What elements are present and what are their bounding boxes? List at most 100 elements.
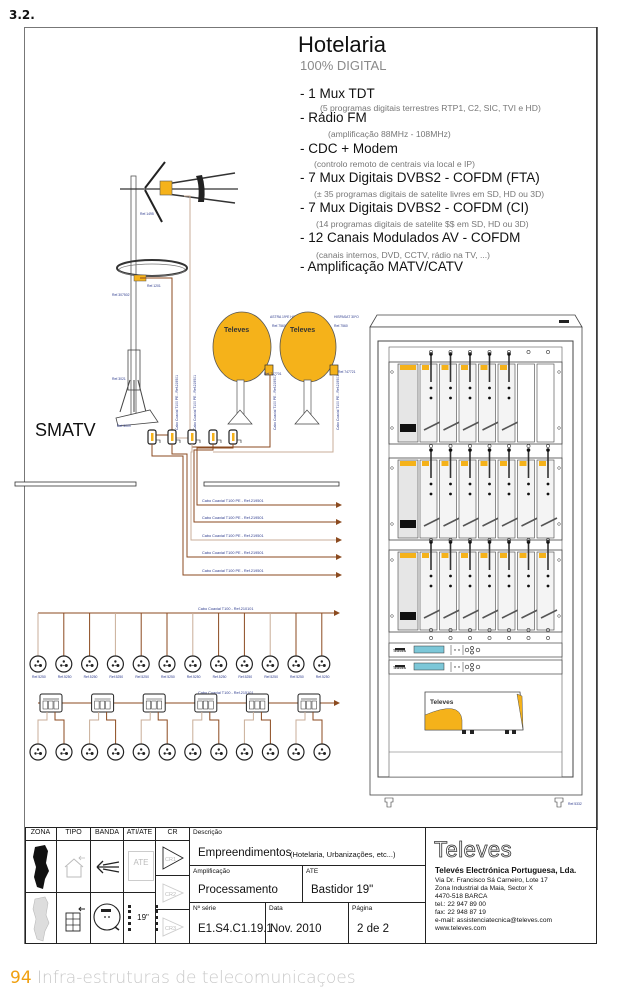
pagina-value: 2 de 2 [357,923,389,935]
tv-outlet [184,655,202,673]
rack-module [478,448,499,539]
portugal-map-grey-icon [32,896,50,942]
descricao-cell: Descrição Empreendimentos (Hotelaria, Ur… [190,827,426,866]
rack-connector [487,444,492,448]
feature-item: - 12 Canais Modulados AV - COFDM [300,230,521,245]
rack-connector [468,628,472,632]
descricao-value: Empreendimentos [198,847,292,859]
ati-ate-cell-1: ATE [124,841,156,893]
rack-connector [448,444,453,448]
ref-label: Ref.5250 [84,675,98,679]
rack-module [439,540,460,631]
rack-module [517,540,538,631]
feature-detail: (amplificação 88MHz - 108MHz) [328,129,451,139]
ref-label: Ref.5332 [568,802,582,806]
dish-brand: Televes [224,327,249,334]
drop-cable [140,712,151,745]
cable-arrow [336,537,342,543]
ref-label: Ref.5250 [213,675,227,679]
tv-outlet [184,743,202,761]
amplificacao-cell: Amplificação Processamento [190,866,303,903]
antenna-icon [96,860,120,874]
rack-module [439,352,460,443]
ref-label: Ref.5250 [109,675,123,679]
company-name: Televés Electrónica Portuguesa, Lda. [435,866,577,875]
rack-module [517,448,538,539]
tv-outlet [29,743,47,761]
house-icon [64,855,85,878]
ref-label: Ref.5250 [187,675,201,679]
tv-outlet [55,655,73,673]
rack-19-icon: 19" [128,905,158,931]
rack-connector [487,628,492,632]
drop-cable [312,712,323,745]
rack-connector [448,636,453,640]
svg-text:CR2: CR2 [165,892,176,898]
rack-connector [546,444,550,448]
wall-pass-through [167,429,181,445]
page-number: 94 [10,968,32,988]
company-website[interactable]: www.televes.com [435,925,486,932]
ref-label: Ref.1495 [140,212,154,216]
output-cable: Cabo Coaxial T100 PE - Ref.219501 [171,444,342,560]
drop-cable [295,712,306,745]
ate-icon: ATE [128,851,154,881]
descricao-detail: (Hotelaria, Urbanizações, etc...) [290,850,396,859]
company-email[interactable]: e-mail: assistenciatecnica@televes.com [435,917,553,924]
tv-outlet [55,743,73,761]
feature-item: - 7 Mux Digitais DVBS2 - COFDM (CI) [300,200,529,215]
rack-module [497,352,519,443]
drop-cable [157,712,168,745]
rack-connector [429,444,433,448]
tap-splitter [142,693,166,713]
header-cr: CR [156,827,190,841]
output-cable: Cabo Coaxial T100 PE - Ref.219501 [190,444,342,543]
cable-label: Cabo Coaxial T100 PE - Ref.219501 [202,551,264,555]
rack-connector [448,538,453,542]
tv-outlet [287,743,305,761]
ref-label: Ref.5250 [290,675,304,679]
tv-outlet [313,743,331,761]
ref-label: Ref.5250 [32,675,46,679]
ate-cell: ATE Bastidor 19" [303,866,426,903]
tv-outlet [158,743,176,761]
rack-connector [546,350,550,354]
serie-cell: Nº série E1.S4.C1.19.1 [190,903,273,944]
feature-item: - CDC + Modem [300,141,398,156]
ref-label: Ref.7560 [334,324,348,328]
data-value: Nov. 2010 [270,923,322,935]
amplificacao-label: Amplificação [193,868,230,875]
rack-subrack [388,352,563,445]
banda-cell-1 [91,841,124,893]
drop-cable [243,712,254,745]
rack-module [517,363,535,443]
antenna-mast: Ref.1495 Ref.1201 Ref.307502 Ref.3021 Re… [112,161,238,428]
rack-connector [507,628,511,632]
unit-brand: Televes [393,649,406,653]
footer-text: Infra-estruturas de telecomunicaçoes [37,968,356,988]
drop-cable [192,712,203,745]
company-tel: tel.: 22 947 89 00 [435,901,486,908]
rack-connector [507,350,511,354]
rack-connector [429,636,433,640]
page-subtitle: 100% DIGITAL [300,58,387,73]
rack-connector [448,350,453,354]
pagina-label: Página [352,905,373,912]
tv-outlet [210,743,228,761]
tv-outlet [132,655,150,673]
feature-detail: (controlo remoto de centrais via local e… [314,159,475,169]
satellite-label: HISPASAT 30ºO [334,315,359,319]
header-tipo: TIPO [57,827,91,841]
cable-arrow [336,519,342,525]
rack-subrack [388,448,563,541]
ref-label: Ref.3009 [117,424,131,428]
satellite-dish-2: Televes HISPASAT 30ºO Ref.7560 Ref.74772… [279,311,359,425]
ref-label: Ref.3021 [112,377,126,381]
wall-pass-throughs [147,429,242,445]
tv-outlet [106,743,125,761]
tv-outlet [29,655,47,673]
cr1-cell: CR1 [156,841,190,876]
cable-label: Cabo Coaxial T100 PE - Ref.219501 [202,569,264,573]
drop-cable [54,712,65,745]
